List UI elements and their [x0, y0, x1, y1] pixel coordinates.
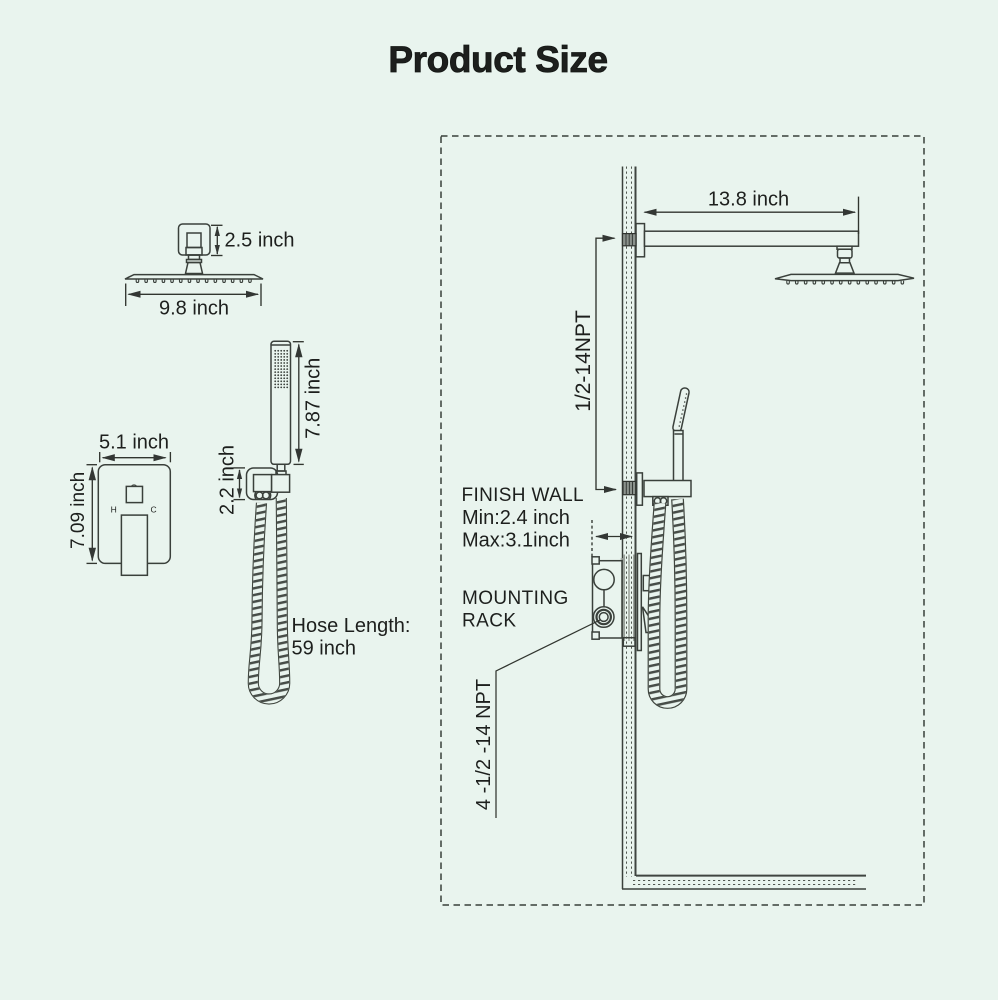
svg-text:Min:2.4 inch: Min:2.4 inch [462, 507, 570, 529]
svg-text:Hose Length:: Hose Length: [292, 615, 411, 637]
svg-text:9.8 inch: 9.8 inch [159, 298, 229, 320]
svg-text:4 -1/2 -14 NPT: 4 -1/2 -14 NPT [473, 679, 495, 810]
svg-text:5.1 inch: 5.1 inch [99, 432, 169, 454]
svg-text:7.09 inch: 7.09 inch [68, 472, 89, 549]
svg-text:13.8 inch: 13.8 inch [708, 189, 789, 211]
svg-text:H: H [111, 505, 117, 515]
svg-text:Max:3.1inch: Max:3.1inch [462, 530, 570, 552]
svg-text:C: C [151, 505, 157, 515]
svg-text:1/2-14NPT: 1/2-14NPT [572, 310, 595, 412]
svg-text:FINISH WALL: FINISH WALL [462, 485, 584, 506]
svg-text:RACK: RACK [462, 611, 516, 632]
svg-text:Product Size: Product Size [388, 39, 607, 80]
svg-text:2.5 inch: 2.5 inch [225, 230, 295, 252]
svg-text:MOUNTING: MOUNTING [462, 588, 569, 609]
svg-text:7.87 inch: 7.87 inch [303, 358, 325, 439]
svg-text:59 inch: 59 inch [292, 638, 357, 660]
svg-text:2.2 inch: 2.2 inch [217, 445, 239, 515]
